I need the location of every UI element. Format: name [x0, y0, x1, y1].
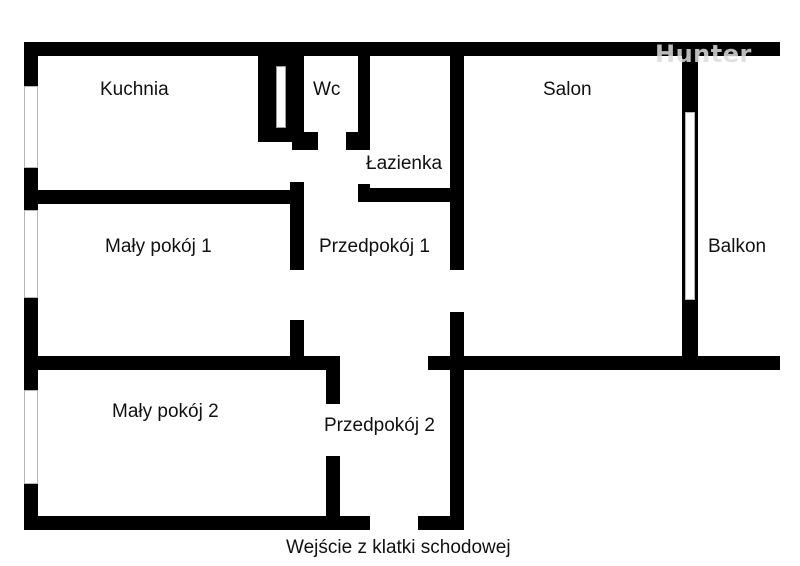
window-kuchnia — [24, 86, 38, 168]
wall-room1-bottom — [38, 356, 340, 370]
wall-salon-stub — [428, 356, 464, 370]
window-maly-pokoj-1 — [24, 210, 38, 298]
room-label-maly-pokoj-2: Mały pokój 2 — [112, 401, 219, 422]
wall-bathroom-bottom — [358, 188, 462, 202]
wall-salon-left-lower — [450, 312, 464, 530]
wall-top — [24, 42, 780, 56]
wall-salon-left-upper — [450, 56, 464, 270]
wall-wc-stub — [346, 132, 370, 150]
room-label-balkon: Balkon — [708, 236, 767, 257]
wall-room1-right-upper — [290, 182, 304, 270]
room-label-lazienka: Łazienka — [366, 153, 443, 174]
wall-kitchen-stub — [292, 132, 318, 150]
wall-bottom-left — [24, 516, 370, 530]
room-label-przedpokoj-2: Przedpokój 2 — [324, 415, 435, 436]
wall-wc-right — [358, 56, 370, 150]
window-balcony — [685, 112, 695, 300]
wall-hall2-left-lower — [326, 456, 340, 530]
entrance-label: Wejście z klatki schodowej — [286, 537, 511, 558]
wall-right-upper — [448, 356, 780, 370]
wall-room1-top — [38, 190, 300, 204]
watermark-logo: Hunter — [655, 40, 752, 68]
room-label-kuchnia: Kuchnia — [100, 79, 169, 100]
wall-bathroom-stub — [358, 184, 370, 202]
shaft-opening — [276, 66, 286, 128]
room-label-przedpokoj-1: Przedpokój 1 — [319, 236, 430, 257]
room-label-salon: Salon — [543, 79, 592, 100]
room-label-maly-pokoj-1: Mały pokój 1 — [105, 236, 212, 257]
room-label-wc: Wc — [313, 79, 341, 100]
window-maly-pokoj-2 — [24, 390, 38, 484]
wall-hall2-left-upper — [326, 356, 340, 404]
